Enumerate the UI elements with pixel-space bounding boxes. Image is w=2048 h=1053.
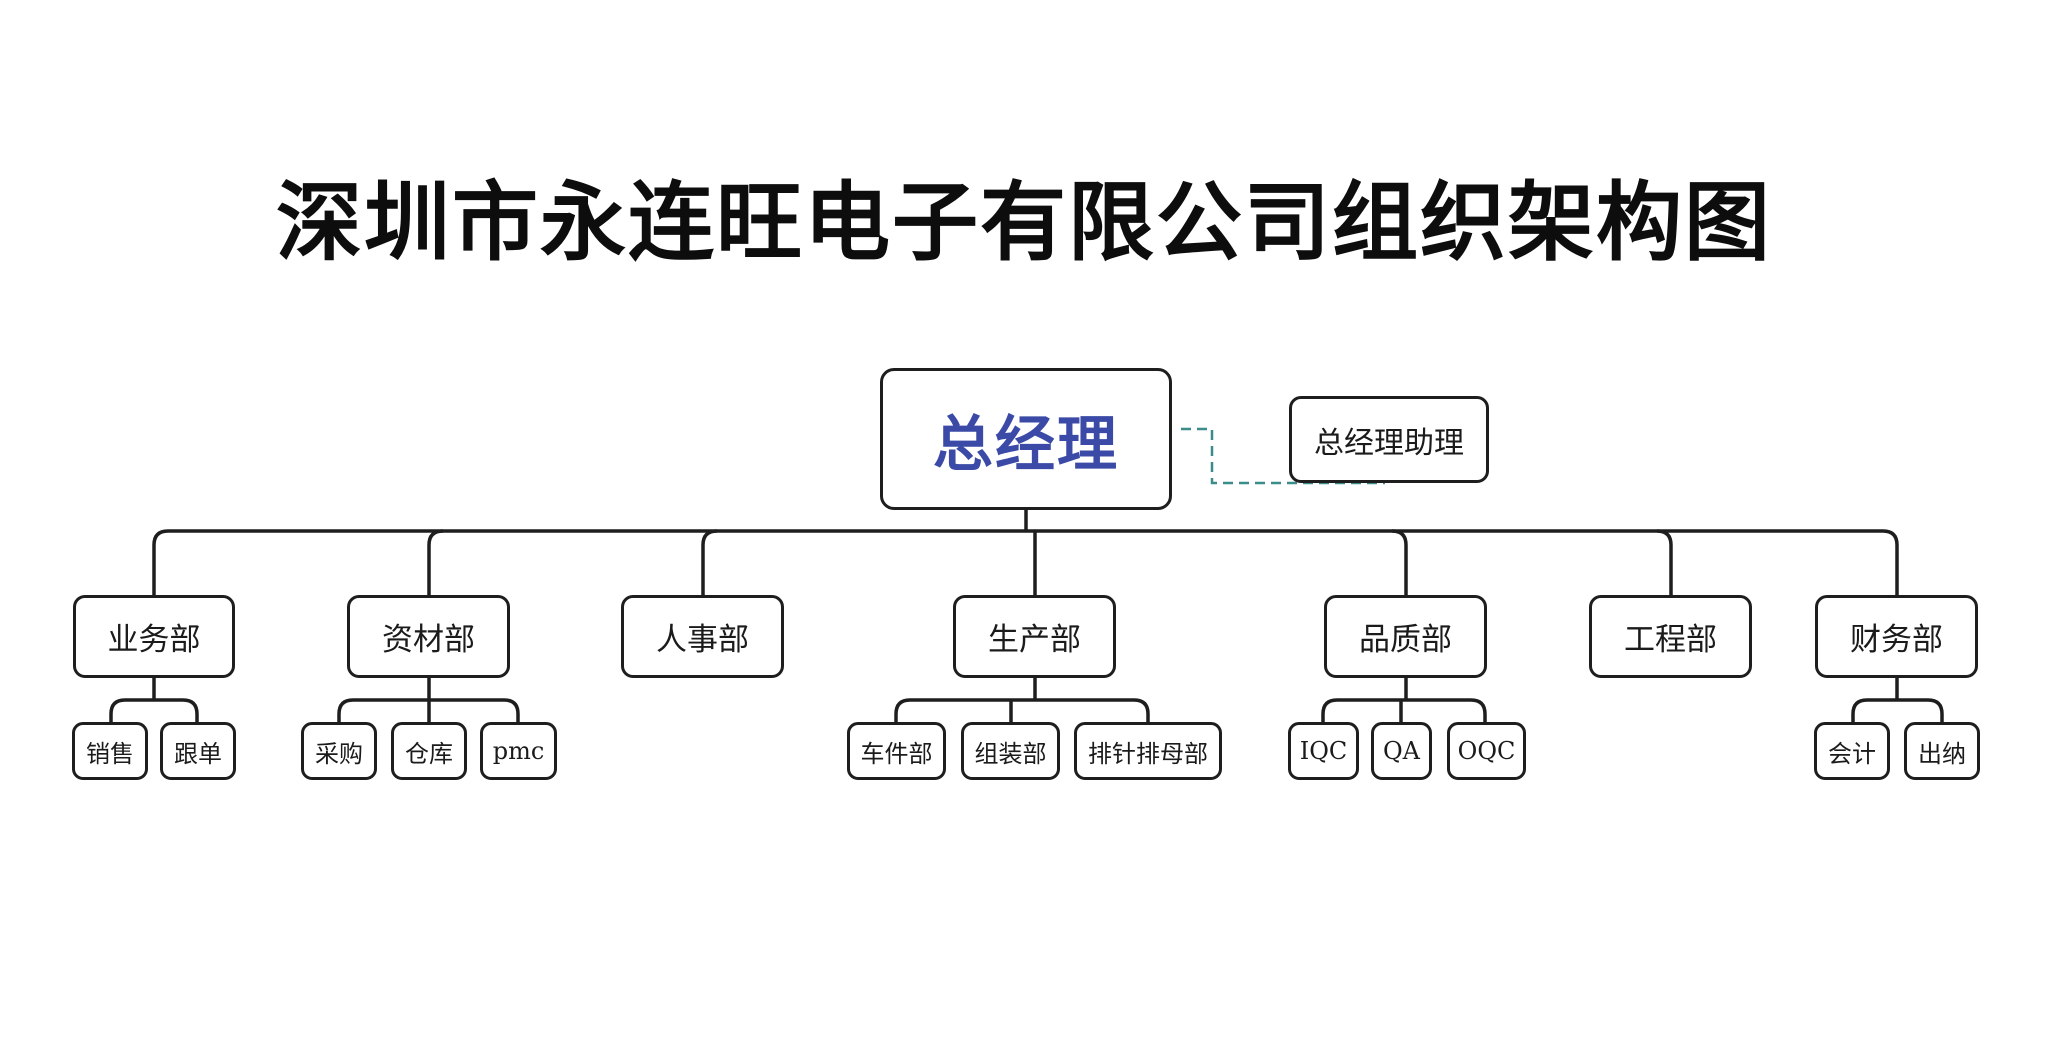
yewu-children-connector	[109, 678, 199, 722]
dept-node-zicai[interactable]: 资材部	[347, 595, 510, 678]
dept-drop-pinzhi	[1391, 529, 1408, 596]
dept-node-shengchan[interactable]: 生产部	[953, 595, 1116, 678]
sub-node-chejian[interactable]: 车件部	[847, 722, 946, 780]
sub-node-chuna[interactable]: 出纳	[1904, 722, 1980, 780]
sub-node-pmc[interactable]: pmc	[480, 722, 557, 780]
shengchan-children-connector	[894, 678, 1150, 722]
department-bus	[152, 529, 1899, 596]
chart-title: 深圳市永连旺电子有限公司组织架构图	[276, 173, 1772, 273]
zicai-children-connector	[337, 678, 520, 722]
dept-node-pinzhi[interactable]: 品质部	[1324, 595, 1487, 678]
pinzhi-children-connector	[1321, 678, 1487, 722]
dept-node-caiwu[interactable]: 财务部	[1815, 595, 1978, 678]
sub-node-xiaoshou[interactable]: 销售	[72, 722, 148, 780]
dept-node-gongcheng[interactable]: 工程部	[1589, 595, 1752, 678]
sub-node-gendan[interactable]: 跟单	[160, 722, 236, 780]
dept-node-yewu[interactable]: 业务部	[73, 595, 235, 678]
sub-node-oqc[interactable]: OQC	[1447, 722, 1526, 780]
sub-node-qa[interactable]: QA	[1371, 722, 1432, 780]
sub-node-paizhenpaimu[interactable]: 排针排母部	[1074, 722, 1222, 780]
assistant-node[interactable]: 总经理助理	[1289, 396, 1489, 483]
dept-node-renshi[interactable]: 人事部	[621, 595, 784, 678]
caiwu-children-connector	[1851, 678, 1944, 722]
sub-node-kuaiji[interactable]: 会计	[1814, 722, 1890, 780]
sub-node-iqc[interactable]: IQC	[1288, 722, 1359, 780]
dept-drop-renshi	[701, 529, 718, 596]
sub-node-cangku[interactable]: 仓库	[391, 722, 467, 780]
sub-node-zuzhuang[interactable]: 组装部	[961, 722, 1060, 780]
root-node-general-manager[interactable]: 总经理	[880, 368, 1172, 510]
dept-drop-gongcheng	[1656, 529, 1673, 596]
dept-drop-zicai	[427, 529, 444, 596]
assistant-dashed-link	[1181, 427, 1385, 485]
sub-node-caigou[interactable]: 采购	[301, 722, 377, 780]
